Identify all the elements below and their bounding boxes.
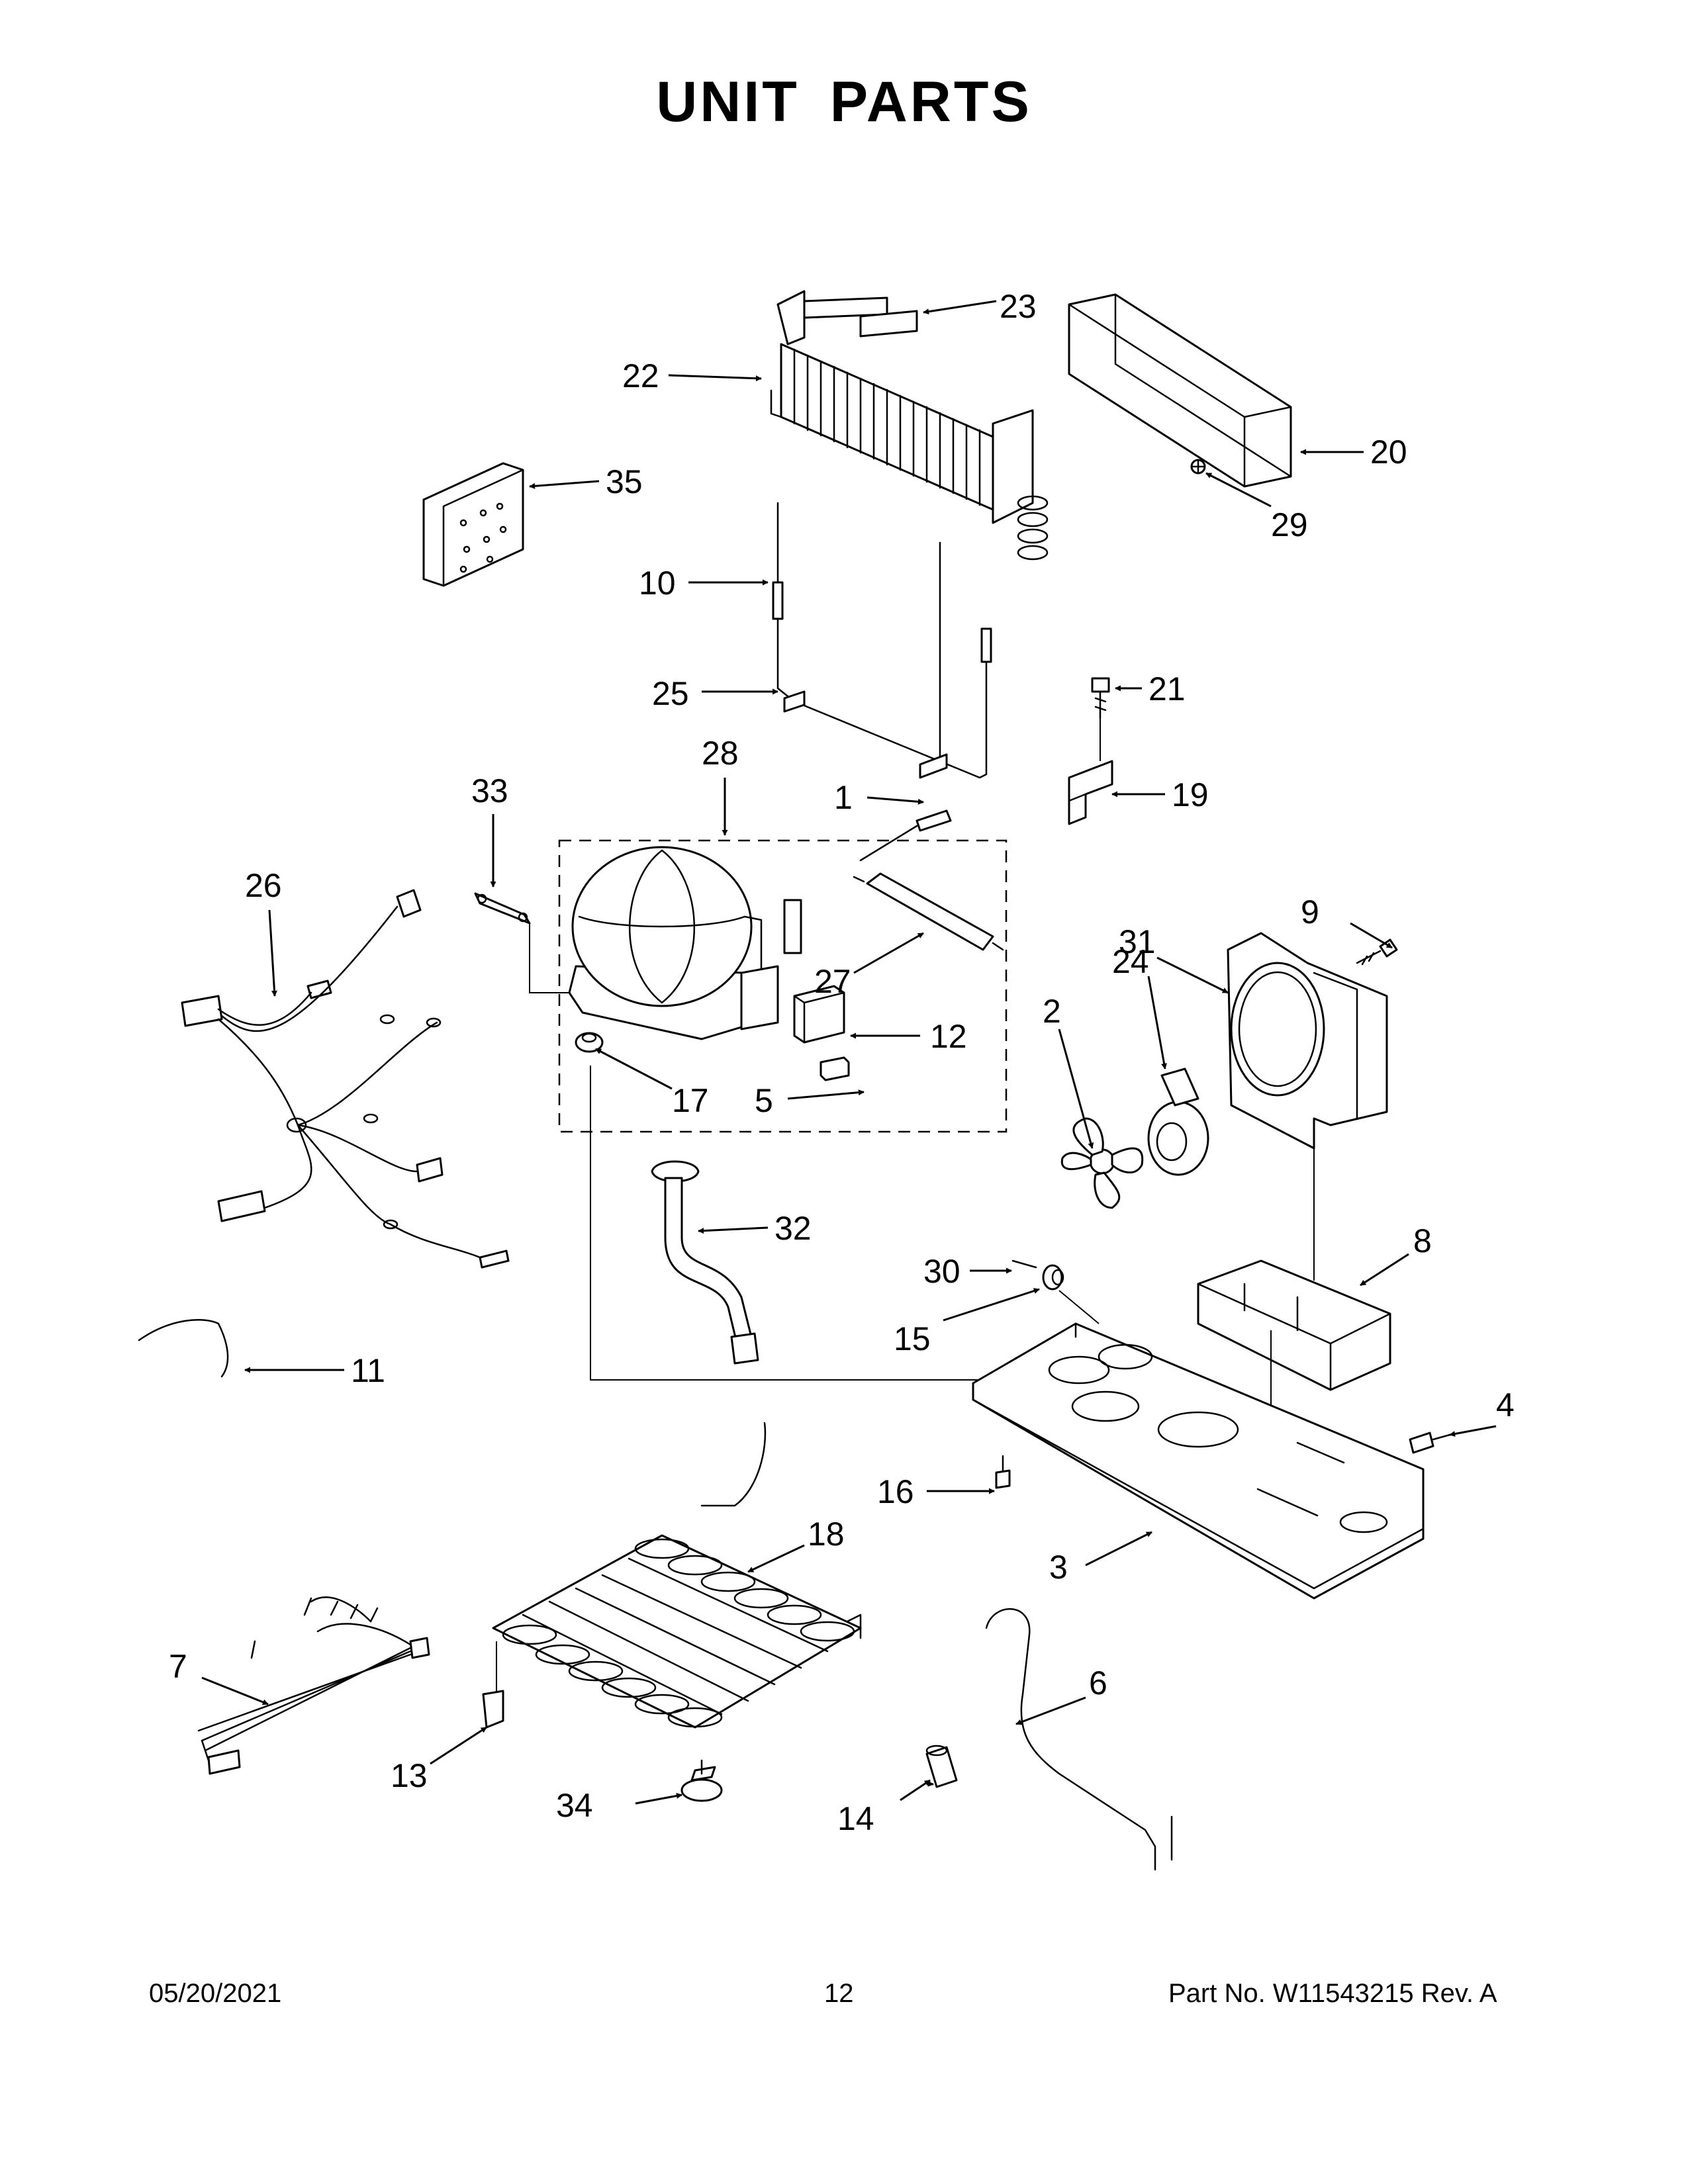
- compressor: [568, 846, 802, 1040]
- evaporator-cover: [1068, 293, 1292, 488]
- callout-27: 27: [814, 963, 851, 1000]
- machine-compartment-base: [972, 1322, 1425, 1600]
- base-screw: [1409, 1432, 1451, 1454]
- callout-12: 12: [930, 1018, 967, 1055]
- callout-1: 1: [834, 779, 853, 816]
- callout-15: 15: [894, 1320, 931, 1357]
- mounting-clip: [1068, 760, 1113, 825]
- evaporator-foam-block: [859, 310, 918, 338]
- callout-32: 32: [774, 1210, 812, 1247]
- callout-31: 31: [1119, 923, 1156, 960]
- isolation-grommet: [1042, 1264, 1100, 1324]
- callout-13: 13: [391, 1757, 428, 1794]
- evaporator-coil: [770, 290, 1049, 561]
- callout-25: 25: [652, 675, 689, 712]
- callout-5: 5: [755, 1082, 773, 1119]
- callout-6: 6: [1089, 1664, 1107, 1702]
- mounting-pin: [1011, 1259, 1037, 1269]
- filter-drier: [853, 872, 1004, 951]
- callout-4: 4: [1496, 1387, 1515, 1424]
- callout-3: 3: [1049, 1549, 1068, 1586]
- callout-9: 9: [1301, 893, 1319, 931]
- callout-20: 20: [1370, 433, 1407, 471]
- defrost-heater-harness: [772, 502, 992, 779]
- condenser-fan-motor: [1147, 1068, 1209, 1176]
- shroud-screw: [1356, 938, 1398, 966]
- callout-23: 23: [1000, 288, 1037, 325]
- condenser-fan-blade: [1060, 1117, 1144, 1209]
- callout-labels: 23 22 20 29 35 10 25 21 19 28 1 33 26 9 …: [169, 288, 1515, 1837]
- footer-date: 05/20/2021: [149, 1979, 282, 2008]
- footer-part-number: Part No. W11543215 Rev. A: [1168, 1979, 1497, 2008]
- condenser-loop-tube: [985, 1608, 1156, 1871]
- callout-29: 29: [1271, 506, 1308, 543]
- temperature-sensor: [680, 1759, 723, 1802]
- callout-19: 19: [1172, 776, 1209, 813]
- overload-protector: [820, 1056, 850, 1081]
- condenser-coil: [492, 1422, 862, 1729]
- callout-30: 30: [923, 1253, 961, 1290]
- loose-wire: [138, 1319, 229, 1378]
- compressor-grommet: [575, 1032, 604, 1053]
- callout-35: 35: [606, 463, 643, 500]
- callout-34: 34: [556, 1787, 593, 1824]
- page-title: UNIT PARTS: [656, 70, 1032, 134]
- compressor-group-box: [558, 839, 1008, 1133]
- callout-17: 17: [672, 1082, 709, 1119]
- callout-2: 2: [1043, 993, 1061, 1030]
- base-mounting-screw: [995, 1455, 1011, 1489]
- callout-22: 22: [622, 357, 659, 394]
- callout-leaders: [201, 300, 1497, 1805]
- callout-24: 24: [1112, 943, 1149, 980]
- callout-18: 18: [808, 1516, 845, 1553]
- condenser-fan-shroud: [1227, 932, 1388, 1281]
- drain-tube: [651, 1160, 759, 1365]
- mounting-screw: [1091, 677, 1110, 761]
- main-wire-harness: [181, 889, 510, 1269]
- callout-16: 16: [877, 1473, 914, 1510]
- callout-8: 8: [1413, 1222, 1432, 1259]
- callout-26: 26: [245, 867, 282, 904]
- wire-bracket: [474, 892, 569, 993]
- callout-21: 21: [1149, 670, 1186, 707]
- lower-wire-harness: [197, 1596, 430, 1775]
- tube-sleeve: [925, 1745, 958, 1788]
- cover-screw: [1190, 459, 1206, 475]
- footer-page-number: 12: [824, 1979, 854, 2008]
- callout-14: 14: [837, 1800, 874, 1837]
- callout-10: 10: [639, 565, 676, 602]
- callout-7: 7: [169, 1648, 187, 1685]
- coil-clip: [482, 1690, 504, 1729]
- callout-33: 33: [471, 772, 508, 809]
- start-relay: [793, 985, 845, 1044]
- callout-28: 28: [702, 735, 739, 772]
- process-tube-valve: [859, 809, 952, 862]
- control-board: [422, 462, 524, 587]
- callout-11: 11: [351, 1352, 385, 1389]
